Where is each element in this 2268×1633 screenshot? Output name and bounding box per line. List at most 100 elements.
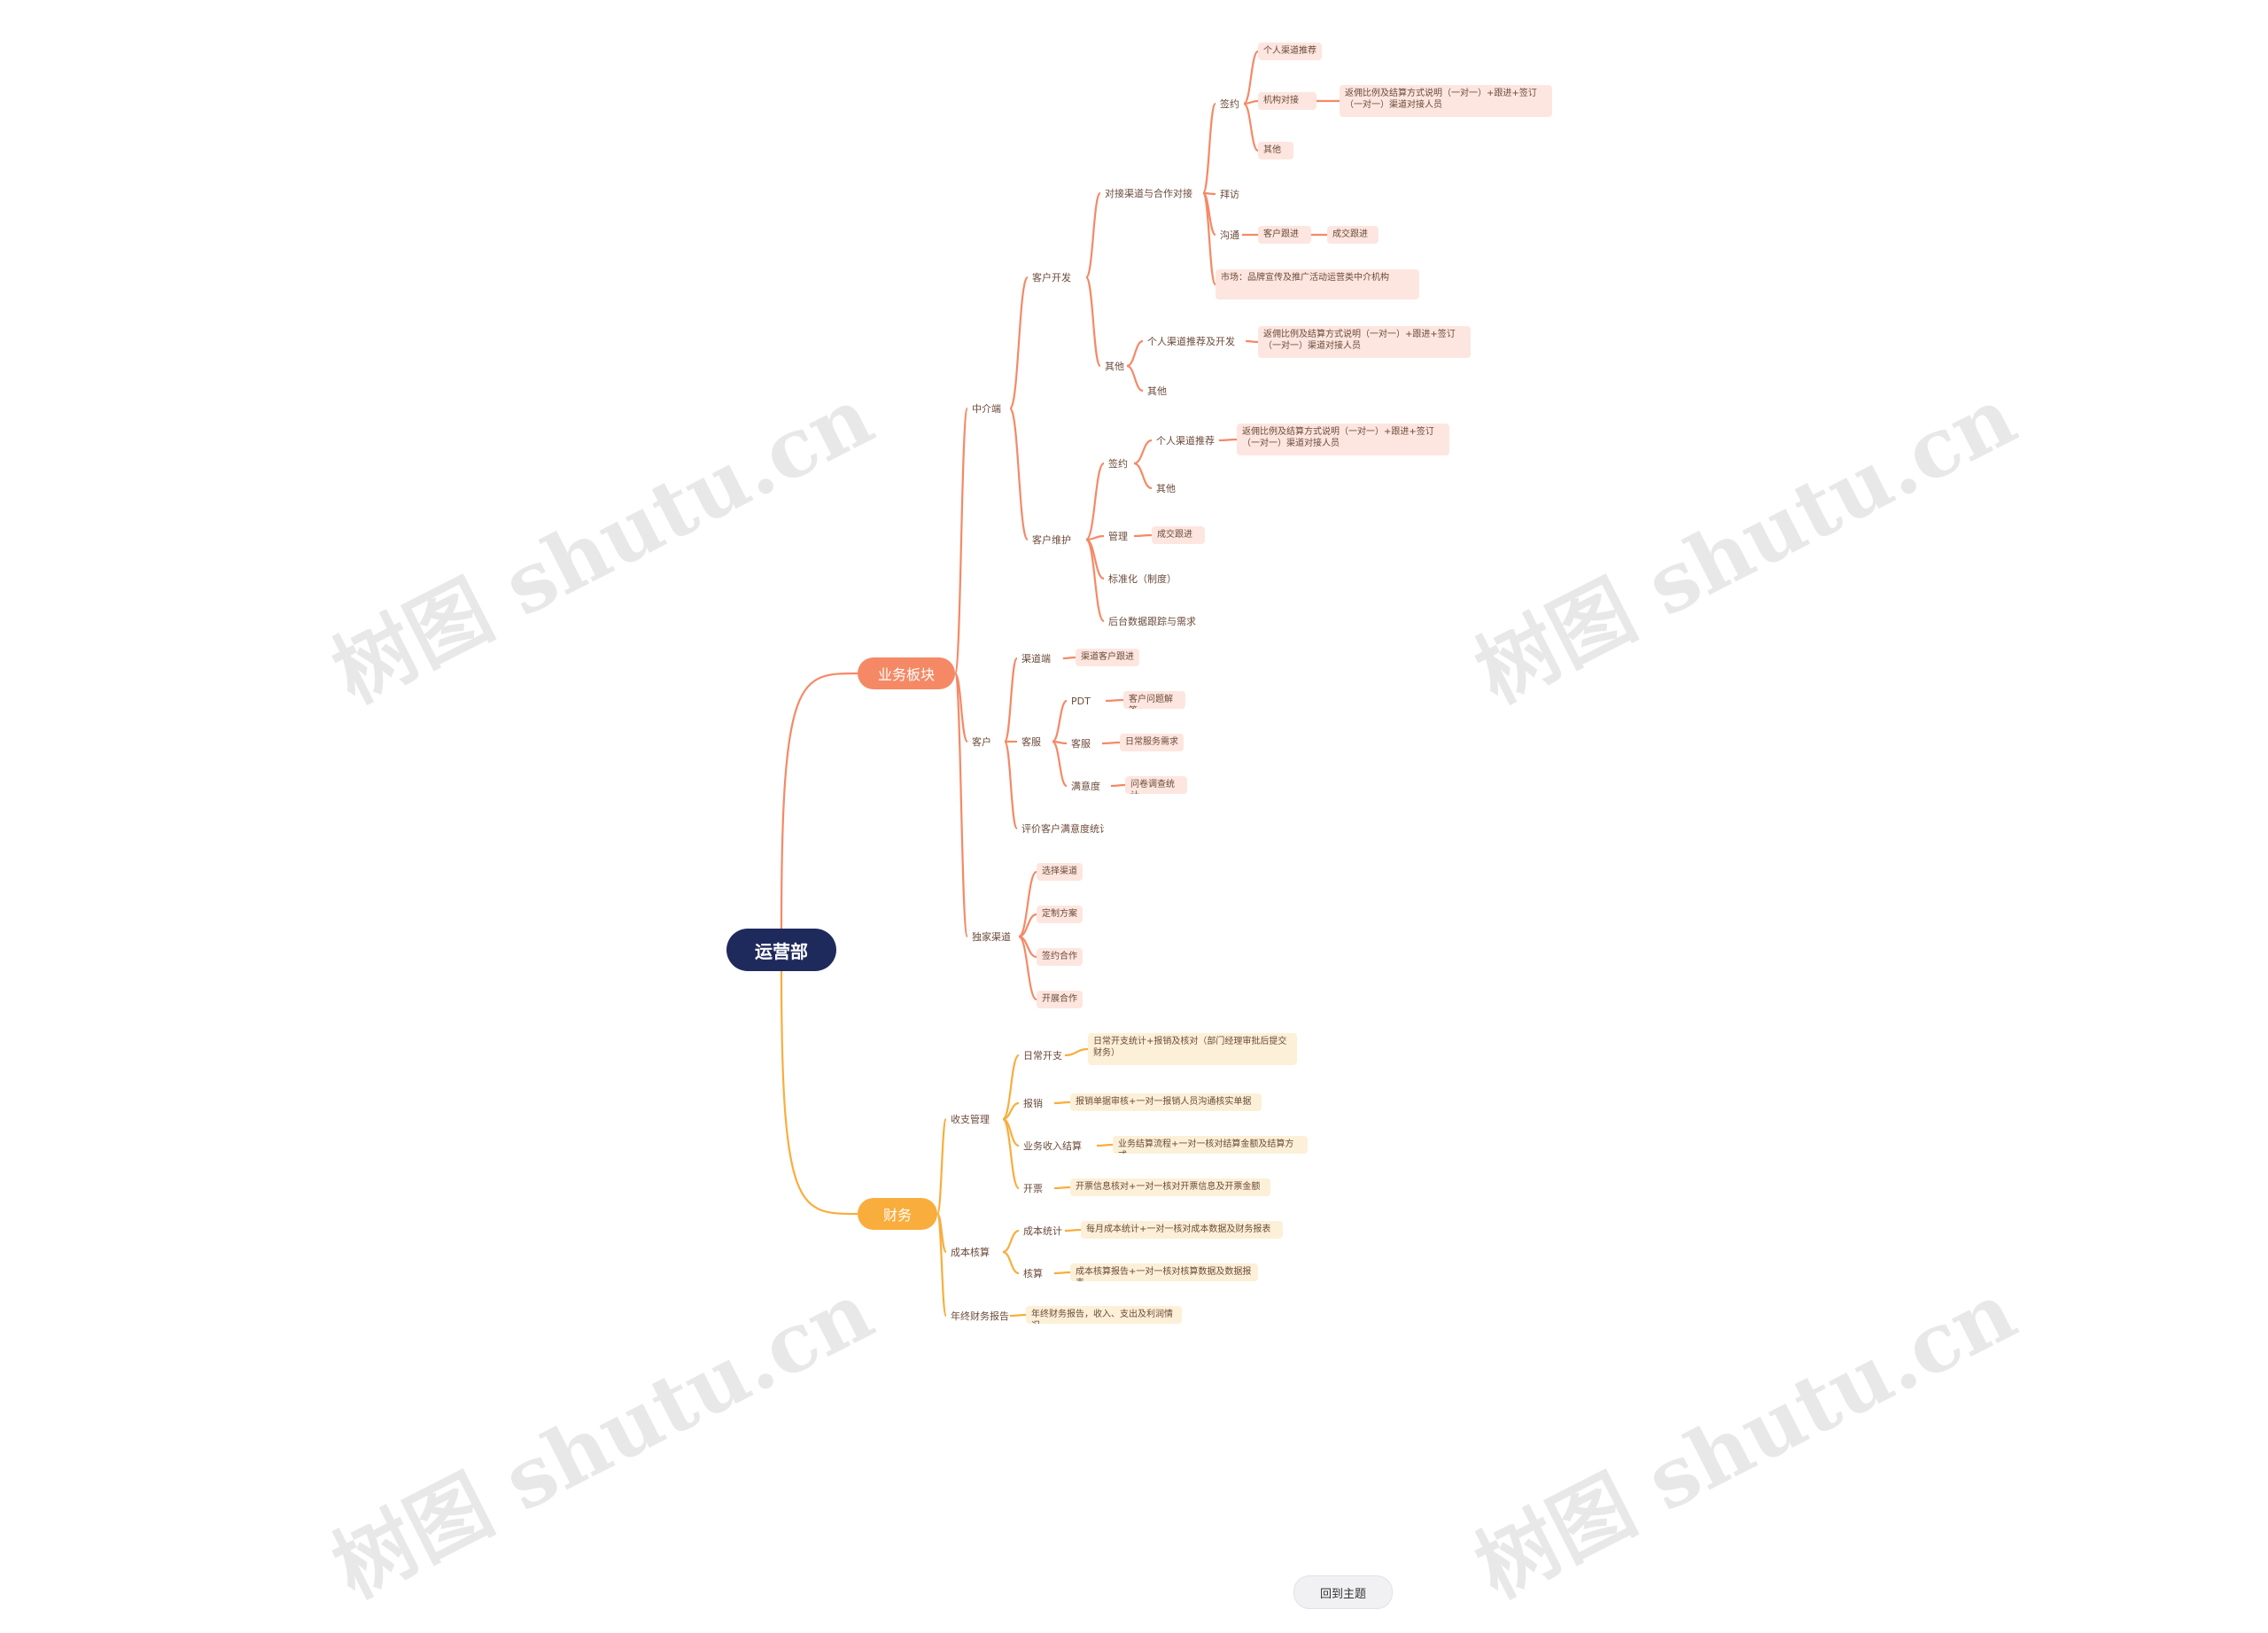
connector-line [1001, 1117, 1021, 1190]
connector-line [1245, 339, 1259, 344]
subtopic-node[interactable]: 日常开支 [1023, 1050, 1062, 1061]
subtopic-node[interactable]: 客户开发 [1032, 272, 1071, 284]
connector-line [1084, 538, 1106, 623]
subtopic-node[interactable]: 客户维护 [1032, 534, 1071, 546]
leaf-topic-node[interactable]: 成交跟进 [1327, 226, 1379, 244]
connector-line [1218, 438, 1238, 442]
subtopic-node[interactable]: 成本核算 [951, 1247, 990, 1258]
subtopic-node[interactable]: 管理 [1108, 531, 1128, 542]
connector-line [953, 672, 969, 743]
subtopic-node[interactable]: 个人渠道推荐 [1156, 435, 1215, 447]
connector-line [1096, 1143, 1114, 1147]
leaf-topic-node[interactable]: 客户问题解答 [1123, 691, 1185, 709]
leaf-topic-node[interactable]: 开展合作 [1037, 991, 1083, 1008]
connector-line [1242, 102, 1260, 152]
connector-line [1003, 740, 1019, 830]
leaf-topic-node[interactable]: 问卷调查统计 [1125, 776, 1187, 794]
subtopic-node[interactable]: 收支管理 [951, 1114, 990, 1125]
back-to-topic-button[interactable]: 回到主题 [1293, 1575, 1393, 1609]
root-topic-node[interactable]: 运营部 [726, 929, 836, 971]
leaf-topic-node[interactable]: 渠道客户跟进 [1076, 649, 1139, 666]
subtopic-node[interactable]: 其他 [1105, 361, 1124, 372]
leaf-topic-node[interactable]: 报销单据审核+一对一报销人员沟通核实单据 [1070, 1093, 1262, 1111]
subtopic-node[interactable]: 其他 [1156, 483, 1176, 494]
subtopic-node[interactable]: 客服 [1071, 738, 1091, 750]
connector-line [1003, 657, 1019, 743]
leaf-topic-node[interactable]: 返佣比例及结算方式说明（一对一）+跟进+签订（一对一）渠道对接人员 [1340, 85, 1552, 117]
connector-line [1002, 1229, 1020, 1254]
subtopic-node[interactable]: 拜访 [1220, 189, 1239, 200]
connector-line [1126, 339, 1144, 368]
subtopic-node[interactable]: 报销 [1023, 1098, 1043, 1109]
connector-line [953, 672, 969, 938]
subtopic-node[interactable]: 核算 [1023, 1268, 1043, 1279]
subtopic-node[interactable]: 客服 [1021, 736, 1041, 748]
subtopic-node[interactable]: 沟通 [1220, 229, 1239, 241]
subtopic-node[interactable]: 评价客户满意度统计 [1021, 823, 1104, 835]
subtopic-node[interactable]: 渠道端 [1021, 653, 1051, 665]
connector-line [1053, 1271, 1071, 1275]
connector-line [1133, 439, 1153, 465]
connector-line [780, 970, 858, 1216]
leaf-topic-node[interactable]: 签约合作 [1037, 948, 1083, 966]
connector-line [1064, 1047, 1089, 1057]
leaf-topic-node[interactable]: 成本核算报告+一对一核对核算数据及数据报表 [1070, 1264, 1258, 1281]
connector-line [1008, 276, 1029, 410]
connector-line [1008, 407, 1029, 541]
subtopic-node[interactable]: 满意度 [1071, 781, 1100, 792]
connector-line [1053, 1100, 1071, 1105]
connector-line [1002, 1250, 1020, 1275]
connector-line [1201, 191, 1217, 286]
connector-line [1062, 656, 1076, 660]
subtopic-node[interactable]: 标准化（制度） [1108, 573, 1177, 585]
connector-line [1001, 1054, 1021, 1121]
leaf-topic-node[interactable]: 每月成本统计+一对一核对成本数据及财务报表 [1081, 1221, 1283, 1239]
leaf-topic-node[interactable]: 日常开支统计+报销及核对（部门经理审批后提交财务） [1088, 1033, 1297, 1065]
connector-line [953, 407, 969, 675]
subtopic-node[interactable]: 对接渠道与合作对接 [1105, 188, 1192, 199]
leaf-topic-node[interactable]: 业务结算流程+一对一核对结算金额及结算方式 [1113, 1136, 1308, 1154]
subtopic-node[interactable]: 成本统计 [1023, 1225, 1062, 1237]
leaf-topic-node[interactable]: 返佣比例及结算方式说明（一对一）+跟进+签订（一对一）渠道对接人员 [1237, 424, 1449, 455]
main-branch-node[interactable]: 财务 [858, 1198, 937, 1230]
connector-line [1052, 740, 1068, 788]
connector-lines [780, 50, 1340, 1318]
leaf-topic-node[interactable]: 其他 [1258, 142, 1293, 159]
subtopic-node[interactable]: 签约 [1108, 458, 1128, 470]
subtopic-node[interactable]: 独家渠道 [972, 931, 1011, 943]
leaf-topic-node[interactable]: 开票信息核对+一对一核对开票信息及开票金额 [1070, 1178, 1270, 1196]
subtopic-node[interactable]: 中介端 [972, 403, 1001, 415]
connector-line [1084, 462, 1106, 541]
subtopic-node[interactable]: 开票 [1023, 1183, 1043, 1194]
subtopic-node[interactable]: 业务收入结算 [1023, 1140, 1082, 1152]
leaf-topic-node[interactable]: 年终财务报告，收入、支出及利润情况 [1026, 1306, 1182, 1324]
main-branch-node[interactable]: 业务板块 [858, 657, 955, 689]
connector-line [1053, 1186, 1071, 1190]
leaf-topic-node[interactable]: 选择渠道 [1037, 863, 1083, 881]
connector-line [780, 672, 858, 929]
connector-line [1110, 783, 1126, 788]
connector-line [1242, 50, 1260, 105]
connector-line [1084, 191, 1102, 279]
leaf-topic-node[interactable]: 个人渠道推荐 [1258, 43, 1322, 60]
subtopic-node[interactable]: PDT [1071, 695, 1091, 707]
leaf-topic-node[interactable]: 机构对接 [1258, 92, 1317, 110]
connector-line [936, 1212, 948, 1318]
leaf-topic-node[interactable]: 返佣比例及结算方式说明（一对一）+跟进+签订（一对一）渠道对接人员 [1258, 326, 1471, 358]
leaf-topic-node[interactable]: 日常服务需求 [1120, 734, 1184, 751]
subtopic-node[interactable]: 年终财务报告 [951, 1310, 1009, 1322]
subtopic-node[interactable]: 其他 [1147, 385, 1167, 397]
leaf-topic-node[interactable]: 市场：品牌宣传及推广活动运营类中介机构 [1216, 269, 1419, 299]
leaf-topic-node[interactable]: 客户跟进 [1258, 226, 1311, 244]
connector-line [1133, 533, 1153, 538]
connector-line [1052, 699, 1068, 743]
subtopic-node[interactable]: 签约 [1220, 98, 1239, 110]
leaf-topic-node[interactable]: 成交跟进 [1152, 526, 1205, 544]
subtopic-node[interactable]: 后台数据跟踪与需求 [1108, 616, 1196, 627]
connector-line [1133, 462, 1153, 490]
subtopic-node[interactable]: 个人渠道推荐及开发 [1147, 336, 1235, 347]
leaf-topic-node[interactable]: 定制方案 [1037, 906, 1083, 923]
subtopic-node[interactable]: 客户 [972, 736, 991, 748]
connector-line [1084, 276, 1102, 368]
connector-line [1018, 870, 1037, 938]
